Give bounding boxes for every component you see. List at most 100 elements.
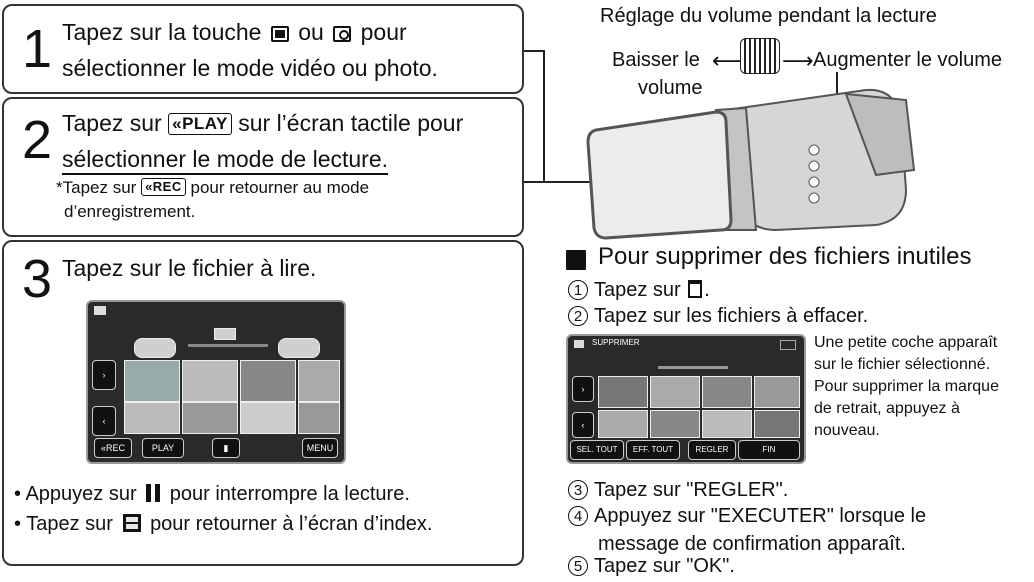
set-button[interactable]: REGLER	[688, 440, 736, 460]
camera-buttons	[808, 144, 820, 204]
thumbnail	[650, 410, 700, 438]
rec-key-label: «REC	[141, 178, 186, 196]
page-down-button[interactable]: ‹	[92, 406, 116, 436]
select-all-button[interactable]: SEL. TOUT	[570, 440, 624, 460]
trash-button[interactable]: ▮	[212, 438, 240, 458]
step3-number: 3	[22, 249, 53, 309]
step3-bullet1-a: Appuyez sur	[25, 483, 137, 505]
step1-line2: sélectionner le mode vidéo ou photo.	[62, 55, 438, 81]
connector-line	[543, 50, 545, 182]
camcorder-illustration	[586, 88, 916, 240]
photo-mode-icon	[333, 26, 352, 42]
battery-icon	[780, 340, 796, 350]
thumbnail	[214, 328, 236, 340]
step3-bullet1: • Appuyez sur pour interrompre la lectur…	[14, 478, 410, 510]
delete-step-3-text: Tapez sur "REGLER".	[594, 479, 789, 501]
step-number: 4	[568, 506, 588, 526]
step3-bullet2-a: Tapez sur	[26, 513, 113, 535]
step3-bullet2-b: pour retourner à l’écran d’index.	[150, 513, 433, 535]
step3-title: Tapez sur le fichier à lire.	[62, 255, 317, 281]
step2-line1-a: Tapez sur	[62, 110, 162, 136]
video-mode-icon	[94, 306, 106, 315]
step2-line2: sélectionner le mode de lecture.	[62, 146, 389, 172]
bullet-dot: •	[14, 513, 22, 535]
delete-screen: SUPPRIMER › ‹ SEL. TOUT EFF. TOUT REGLER…	[566, 334, 806, 464]
video-mode-icon	[270, 26, 289, 42]
step1-line1-b: ou	[298, 19, 324, 45]
thumbnail	[298, 360, 340, 402]
step3-box: 3 Tapez sur le fichier à lire. › ‹ «REC …	[2, 240, 524, 566]
page-up-button[interactable]: ›	[572, 376, 594, 402]
thumbnail	[124, 360, 180, 402]
step2-number: 2	[22, 110, 53, 170]
step3-bullet1-b: pour interrompre la lecture.	[169, 483, 410, 505]
trash-icon	[688, 280, 703, 298]
thumbnail	[124, 402, 180, 434]
thumbnail	[278, 338, 320, 358]
step2-note-c: d’enregistrement.	[64, 202, 196, 221]
step1-number: 1	[22, 19, 53, 79]
camcorder-lens	[844, 92, 916, 177]
thumbnail	[702, 376, 752, 408]
playback-index-screen: › ‹ «REC PLAY ▮ MENU	[86, 300, 346, 464]
thumbnail	[182, 360, 238, 402]
bullet-dot: •	[14, 483, 22, 505]
menu-button[interactable]: MENU	[302, 438, 338, 458]
thumbnail	[182, 402, 238, 434]
delete-screen-header: SUPPRIMER	[592, 338, 640, 347]
volume-arrow-right-icon: ⟶	[782, 48, 814, 73]
delete-step-4-line2: message de confirmation apparaît.	[598, 533, 906, 555]
step2-line1-b: sur l’écran tactile pour	[238, 110, 464, 136]
volume-down-label-2: volume	[638, 77, 703, 99]
play-button[interactable]: PLAY	[142, 438, 184, 458]
thumbnail	[650, 376, 700, 408]
thumbnail	[240, 402, 296, 434]
delete-step-5-text: Tapez sur "OK".	[594, 555, 735, 577]
delete-step-1-text: Tapez sur	[594, 279, 681, 301]
page-up-button[interactable]: ›	[92, 360, 116, 390]
note-line: de retrait, appuyez à	[814, 400, 960, 417]
delete-step-2-text: Tapez sur les fichiers à effacer.	[594, 305, 869, 327]
step3-bullet2: • Tapez sur pour retourner à l’écran d’i…	[14, 508, 432, 540]
connector-line	[524, 50, 544, 52]
step2-note-b: pour retourner au mode	[190, 178, 370, 197]
pause-icon	[146, 484, 161, 502]
volume-up-label: Augmenter le volume	[813, 49, 1002, 71]
video-mode-icon	[574, 340, 584, 348]
index-grid-icon	[122, 514, 141, 532]
step1-line1-c: pour	[360, 19, 407, 45]
note-line: sur le fichier sélectionné.	[814, 356, 991, 373]
delete-step-4: 4 Appuyez sur "EXECUTER" lorsque le	[568, 500, 926, 532]
thumbnail	[754, 410, 800, 438]
camera-caption: Réglage du volume pendant la lecture	[600, 5, 937, 27]
end-button[interactable]: FIN	[738, 440, 800, 460]
thumbnail	[754, 376, 800, 408]
volume-down-label-1: Baisser le	[612, 49, 700, 71]
step-number: 1	[568, 280, 588, 300]
delete-step-5: 5 Tapez sur "OK".	[568, 550, 735, 582]
note-line: Une petite coche apparaît	[814, 334, 998, 351]
thumbnail	[598, 376, 648, 408]
note-line: Pour supprimer la marque	[814, 378, 999, 395]
step-number: 3	[568, 480, 588, 500]
progress-bar	[658, 366, 728, 369]
section-square-icon	[566, 250, 586, 270]
thumbnail	[598, 410, 648, 438]
thumbnail	[134, 338, 176, 358]
step2-box: 2 Tapez sur «PLAY sur l’écran tactile po…	[2, 97, 524, 237]
delete-step-4-text: Appuyez sur "EXECUTER" lorsque le	[594, 505, 927, 527]
step1-line1: Tapez sur la touche ou pour	[62, 16, 407, 48]
zoom-lever-icon	[740, 38, 780, 74]
clear-all-button[interactable]: EFF. TOUT	[626, 440, 680, 460]
step2-note-a: *Tapez sur	[56, 178, 137, 197]
rec-button[interactable]: «REC	[94, 438, 132, 458]
note-line: nouveau.	[814, 422, 880, 439]
step2-line1: Tapez sur «PLAY sur l’écran tactile pour	[62, 107, 463, 139]
step1-line1-a: Tapez sur la touche	[62, 19, 262, 45]
page-down-button[interactable]: ‹	[572, 412, 594, 438]
thumbnail	[702, 410, 752, 438]
step2-note: *Tapez sur «REC pour retourner au mode	[56, 177, 369, 199]
step-number: 5	[568, 556, 588, 576]
lcd-screen	[586, 110, 733, 240]
